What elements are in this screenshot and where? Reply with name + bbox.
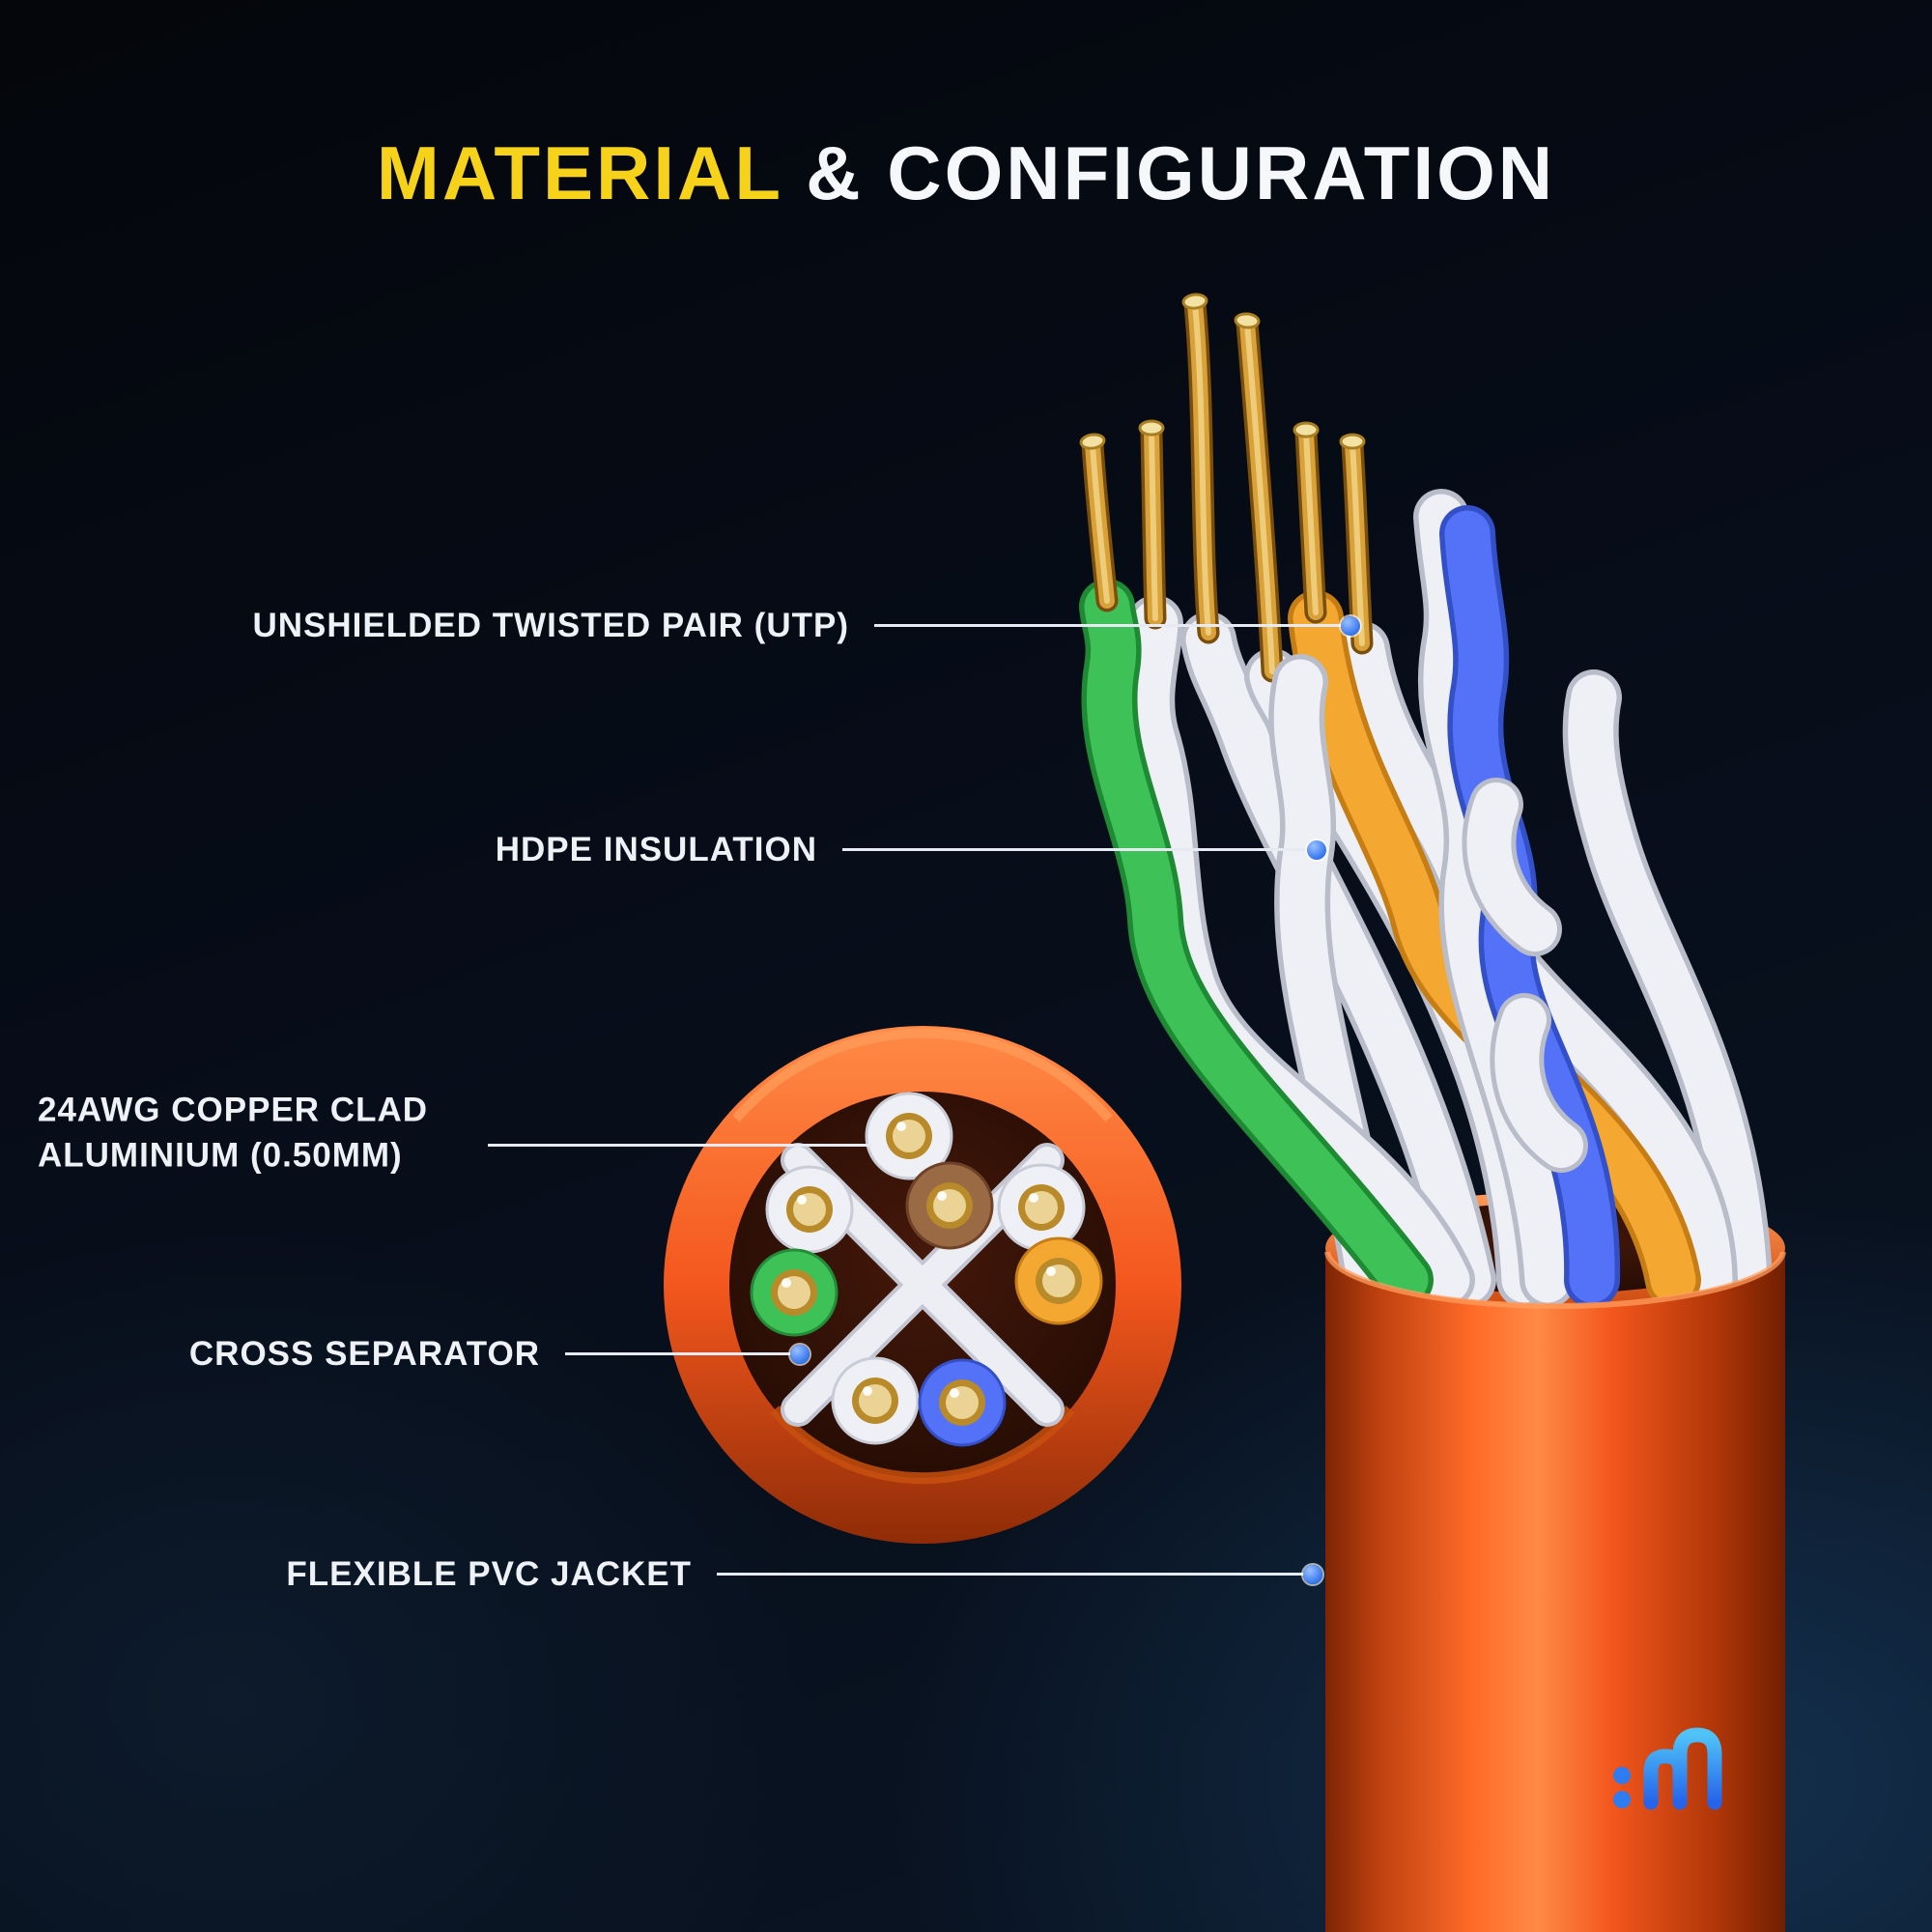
callout-label-copper-core: 24AWG COPPER CLAD ALUMINIUM (0.50MM) <box>38 1091 428 1175</box>
logo-dot <box>1613 1767 1631 1784</box>
pvc-jacket-body <box>1325 1248 1785 1932</box>
callout-label-hdpe-insulation: HDPE INSULATION <box>495 830 817 868</box>
copper-tip <box>1079 433 1106 450</box>
callout-dot-cross-separator <box>790 1344 810 1364</box>
copper-tip <box>1138 419 1165 437</box>
copper-tip <box>1339 433 1366 450</box>
copper-tip <box>1234 312 1261 329</box>
cable-main <box>1079 293 1786 1932</box>
logo-m-mark <box>1643 1727 1722 1810</box>
cs-wire-orange <box>1014 1236 1103 1325</box>
callout-dot-pvc-jacket <box>1303 1564 1322 1584</box>
cs-wire-white-right <box>997 1163 1086 1252</box>
ring-top-highlight <box>732 1028 1113 1122</box>
cs-wire-white-bottom <box>831 1356 920 1445</box>
title-rest: & CONFIGURATION <box>781 130 1556 216</box>
strand-white-filler-right <box>1562 669 1773 1308</box>
pair-green-white <box>1079 419 1475 1308</box>
cs-wire-white-top <box>865 1092 953 1180</box>
cross-section-wires <box>750 1092 1103 1447</box>
callout-label-cross-separator: CROSS SEPARATOR <box>188 1334 540 1373</box>
copper-tip <box>1293 421 1320 439</box>
cs-wire-brown <box>905 1161 994 1250</box>
cs-wire-green <box>750 1248 838 1337</box>
twisted-pairs <box>1079 293 1773 1308</box>
copper-tip <box>1181 293 1208 310</box>
cs-wire-white-left <box>765 1165 854 1254</box>
callout-line-hdpe-insulation: HDPE INSULATION <box>496 831 1326 868</box>
callout-label-pvc-jacket: FLEXIBLE PVC JACKET <box>286 1554 692 1593</box>
cross-section-inset <box>664 1026 1181 1544</box>
cs-wire-blue <box>918 1358 1007 1447</box>
callout-dot-utp <box>1341 615 1360 636</box>
callout-label-utp: UNSHIELDED TWISTED PAIR (UTP) <box>252 606 849 644</box>
wire-green <box>1084 583 1429 1303</box>
callout-line-copper-core: 24AWG COPPER CLAD ALUMINIUM (0.50MM) <box>38 1091 872 1174</box>
title-highlight: MATERIAL <box>376 130 782 216</box>
jacket-front-rim-highlight <box>1324 1251 1786 1310</box>
pair-blue-white <box>1413 489 1621 1308</box>
callout-dot-hdpe-insulation <box>1307 839 1326 860</box>
wire-orange <box>1293 595 1696 1303</box>
callout-line-pvc-jacket: FLEXIBLE PVC JACKET <box>286 1555 1322 1593</box>
callout-line-cross-separator: CROSS SEPARATOR <box>189 1335 810 1373</box>
callout-line-utp: UNSHIELDED TWISTED PAIR (UTP) <box>252 607 1360 644</box>
brand-logo <box>1613 1727 1722 1810</box>
ring-inner-lip <box>770 1406 1075 1485</box>
logo-dot <box>1613 1791 1631 1808</box>
page-title: MATERIAL & CONFIGURATION <box>0 129 1932 217</box>
